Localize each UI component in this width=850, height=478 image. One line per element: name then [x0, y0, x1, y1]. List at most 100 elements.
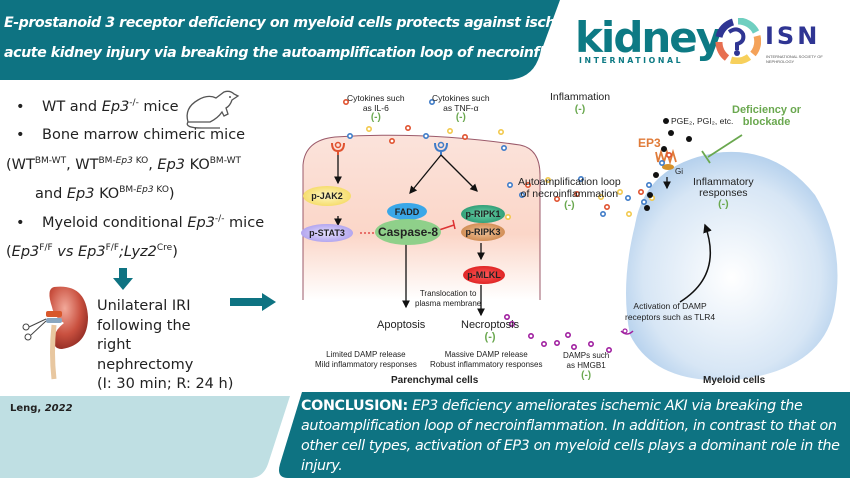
bullet-text: WT and [42, 98, 102, 115]
genotype-sup: -/- [129, 98, 139, 108]
text: Translocation to [419, 289, 477, 298]
mechanism-diagram: Cytokines such as IL-6 (-) Cytokines suc… [295, 85, 850, 395]
citation-year: 2022 [44, 403, 73, 414]
down-arrow-icon [113, 268, 133, 290]
text: Autoamplification loop [518, 176, 621, 188]
text: as HMGB1 [566, 361, 606, 370]
text: Cytokines such [347, 93, 405, 103]
cytokine-tnf-label: Cytokines such as TNF-α (-) [432, 93, 490, 123]
text: DAMPs such [563, 351, 610, 360]
molecule-dot [525, 182, 532, 189]
node-caspase8: Caspase-8 [375, 219, 441, 245]
molecule-dot [462, 133, 469, 140]
damps-label: DAMPs such as HMGB1 (-) [563, 351, 609, 381]
negative-mark: (-) [370, 112, 381, 123]
molecule-dot [597, 194, 604, 201]
text: Limited DAMP release [326, 350, 406, 359]
text: Deficiency or [732, 104, 802, 116]
genotype-sup: -/- [214, 214, 225, 224]
negative-mark: (-) [564, 199, 575, 211]
molecule-dot [605, 346, 612, 353]
gi-label: Gi [675, 167, 683, 176]
molecule-dot [505, 214, 512, 221]
text: , WT [66, 156, 99, 173]
text: Robust inflammatory responses [430, 360, 543, 369]
text: BM- [98, 156, 116, 166]
isn-logo-word: ISN [765, 22, 821, 50]
title-line-2: acute kidney injury via breaking the aut… [4, 45, 621, 61]
title-banner-shape [0, 0, 560, 80]
node-pripk3: p-RIPK3 [461, 223, 505, 241]
bullet-chimeric: •Bone marrow chimeric mice [16, 127, 246, 143]
node-pjak2: p-JAK2 [303, 186, 351, 206]
negative-mark: (-) [581, 370, 592, 381]
negative-mark: (-) [718, 198, 729, 210]
node-pripk1: p-RIPK1 [461, 205, 505, 223]
molecule-dot [665, 152, 672, 159]
molecule-dot [624, 195, 631, 202]
text: receptors such as TLR4 [625, 311, 716, 322]
iri-line: Unilateral IRI [97, 298, 191, 314]
deficiency-label: Deficiency or blockade [732, 104, 801, 128]
molecule-dot [541, 340, 548, 347]
isn-logo-sub: INTERNATIONAL SOCIETY OF NEPHROLOGY [766, 54, 823, 64]
conclusion-box [279, 392, 850, 478]
iri-line: right [97, 337, 132, 353]
necroptosis-notes: Massive DAMP release Robust inflammatory… [430, 350, 543, 370]
text: Ep3 [136, 185, 154, 195]
text: KO [153, 185, 169, 195]
chimera-groups-line-1: (WTBM-WT, WTBM-Ep3 KO, Ep3 KOBM-WT [6, 156, 241, 173]
molecule-dot [564, 332, 571, 339]
prostaglandin-dot [668, 130, 674, 136]
footer-band [0, 396, 290, 478]
text: Inflammatory [693, 176, 754, 188]
conclusion: CONCLUSION: EP3 deficiency ameliorates i… [301, 396, 849, 476]
page-title: E-prostanoid 3 receptor deficiency on my… [4, 8, 621, 68]
sup: F/F [39, 243, 53, 253]
molecule-dot [507, 182, 514, 189]
text: as IL-6 [362, 103, 389, 113]
bullet-myeloid-conditional: •Myeloid conditional Ep3-/- mice [16, 214, 265, 231]
molecule-dot [447, 127, 454, 134]
text: Mild inflammatory responses [315, 360, 417, 369]
pge-label: PGE₂, PGI₂, etc. [671, 116, 734, 126]
molecule-dot [616, 189, 623, 196]
text: Activation of DAMP [633, 301, 707, 311]
molecule-dot [645, 182, 652, 189]
iri-line: nephrectomy [97, 356, 194, 373]
activation-label: Activation of DAMP receptors such as TLR… [625, 301, 715, 322]
text: as TNF-α [443, 103, 479, 113]
chimera-groups-line-2: and Ep3 KOBM-Ep3 KO) [35, 185, 175, 202]
gene-italic: Ep3 [101, 98, 130, 115]
translocation-label: Translocation to plasma membrane [415, 289, 481, 309]
bullet-text: Myeloid conditional [42, 214, 188, 231]
sup: F/F [105, 243, 119, 253]
text: KO [94, 185, 120, 202]
molecule-dot [509, 321, 516, 328]
molecule-dot [389, 137, 396, 144]
molecule-dot [640, 199, 647, 206]
molecule-dot [423, 132, 430, 139]
necroptosis-label: Necroptosis (-) [461, 319, 519, 343]
molecule-dot [658, 160, 665, 167]
molecule-dot [504, 314, 511, 321]
title-line-1: E-prostanoid 3 receptor deficiency on my… [4, 15, 591, 31]
kidney-illustration-icon [22, 286, 88, 380]
ep3-label: EP3 [638, 136, 661, 150]
molecule-dot [599, 211, 606, 218]
text: BM- [119, 185, 137, 195]
text: plasma membrane [415, 299, 482, 308]
molecule-dot [625, 211, 632, 218]
molecule-dot [366, 125, 373, 132]
title-banner: E-prostanoid 3 receptor deficiency on my… [0, 0, 621, 80]
inflammatory-responses-label: Inflammatory responses (-) [693, 177, 754, 210]
iri-procedure-text: Unilateral IRI following the right nephr… [97, 297, 233, 395]
citation-author: Leng, [10, 403, 45, 414]
conditional-genotypes-line: (Ep3F/F vs Ep3F/F;Lyz2Cre) [6, 243, 178, 260]
text: KO [185, 156, 210, 173]
isn-logo: ISN INTERNATIONAL SOCIETY OF NEPHROLOGY [715, 17, 823, 69]
sup: BM-WT [209, 156, 241, 166]
molecule-dot [545, 177, 552, 184]
prostaglandin-dot [644, 205, 650, 211]
text: (WT [6, 156, 35, 173]
